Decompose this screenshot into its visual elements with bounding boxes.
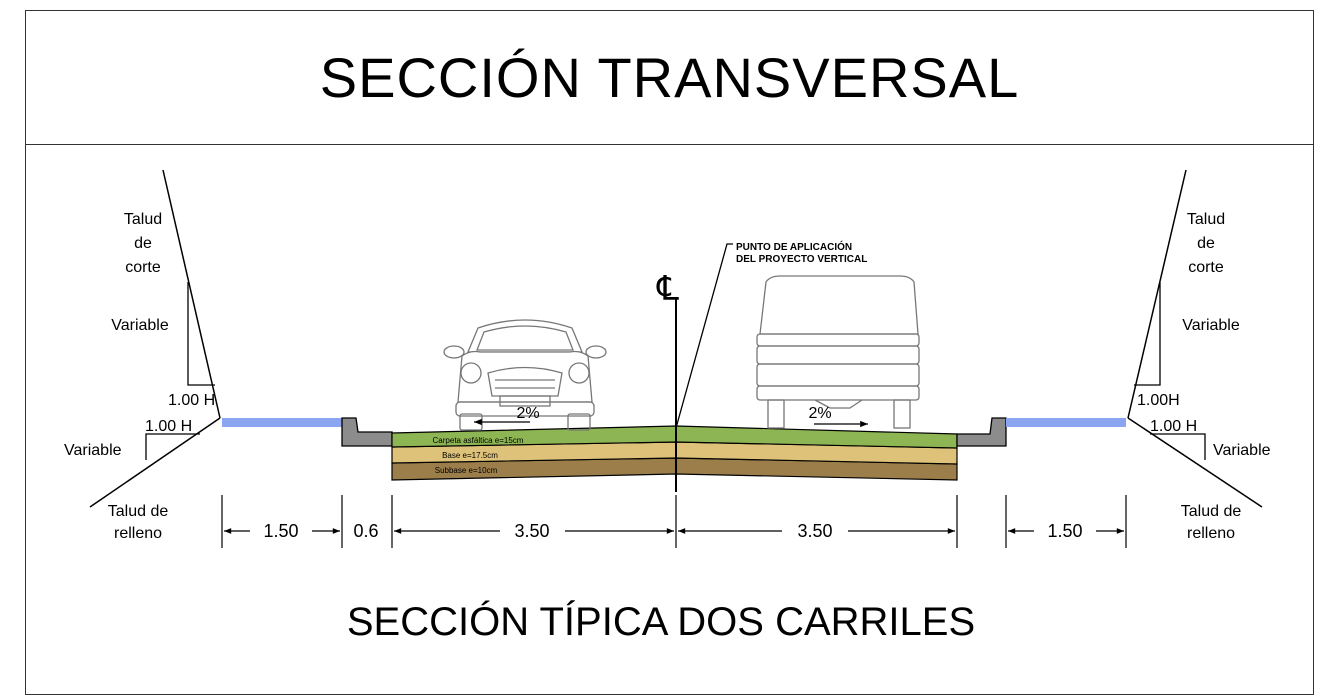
base-label: Base e=17.5cm bbox=[442, 451, 498, 460]
application-point-leader bbox=[675, 243, 733, 429]
left-cut-label-1: Talud bbox=[124, 211, 162, 228]
dim-sidewalk-left: 1.50 bbox=[263, 521, 298, 541]
dim-sidewalk-right: 1.50 bbox=[1047, 521, 1082, 541]
application-point-label-1: PUNTO DE APLICACIÓN bbox=[736, 240, 852, 253]
left-fill-slope bbox=[89, 417, 221, 508]
centerline-symbol: ℄ bbox=[656, 270, 679, 308]
left-curb bbox=[341, 417, 393, 447]
left-sidewalk bbox=[222, 418, 342, 427]
right-cut-label-2: de bbox=[1197, 235, 1215, 252]
left-cut-label-3: corte bbox=[125, 259, 161, 276]
right-cut-slope bbox=[1127, 169, 1187, 419]
subbase-label: Subbase e=10cm bbox=[435, 466, 498, 475]
right-variable-lower: Variable bbox=[1213, 442, 1271, 459]
right-ratio-lower: 1.00 H bbox=[1150, 418, 1197, 435]
dim-lane-left: 3.50 bbox=[514, 521, 549, 541]
right-curb bbox=[956, 417, 1007, 447]
left-cut-slope bbox=[162, 169, 221, 419]
right-cut-label-1: Talud bbox=[1187, 211, 1225, 228]
dim-curb-left: 0.6 bbox=[353, 521, 378, 541]
left-slope-label: 2% bbox=[516, 405, 539, 422]
left-variable-upper: Variable bbox=[111, 317, 169, 334]
truck-rear-view bbox=[756, 275, 920, 429]
right-fill-label-1: Talud de bbox=[1181, 503, 1242, 520]
drawing-title: SECCIÓN TRANSVERSAL bbox=[319, 46, 1020, 109]
left-ratio-upper: 1.00 H bbox=[168, 392, 215, 409]
drawing-frame: SECCIÓN TRANSVERSAL bbox=[25, 10, 1314, 695]
dim-lane-right: 3.50 bbox=[797, 521, 832, 541]
right-slope-label: 2% bbox=[808, 405, 831, 422]
left-ratio-lower: 1.00 H bbox=[145, 418, 192, 435]
application-point-label-2: DEL PROYECTO VERTICAL bbox=[736, 254, 867, 265]
car-front-view bbox=[443, 319, 607, 431]
right-sidewalk bbox=[1006, 418, 1126, 427]
asphalt-label: Carpeta asfáltica e=15cm bbox=[433, 436, 524, 445]
left-variable-lower: Variable bbox=[64, 442, 122, 459]
right-fill-label-2: relleno bbox=[1187, 525, 1235, 542]
right-ratio-upper: 1.00H bbox=[1137, 392, 1180, 409]
right-variable-upper: Variable bbox=[1182, 317, 1240, 334]
dimension-lines bbox=[221, 495, 1127, 548]
left-cut-label-2: de bbox=[134, 235, 152, 252]
title-band: SECCIÓN TRANSVERSAL bbox=[26, 11, 1313, 145]
right-fill-slope bbox=[1127, 417, 1263, 508]
left-fill-label-1: Talud de bbox=[108, 503, 169, 520]
right-cut-label-3: corte bbox=[1188, 259, 1224, 276]
drawing-subtitle: SECCIÓN TÍPICA DOS CARRILES bbox=[346, 600, 976, 644]
left-fill-label-2: relleno bbox=[114, 525, 162, 542]
